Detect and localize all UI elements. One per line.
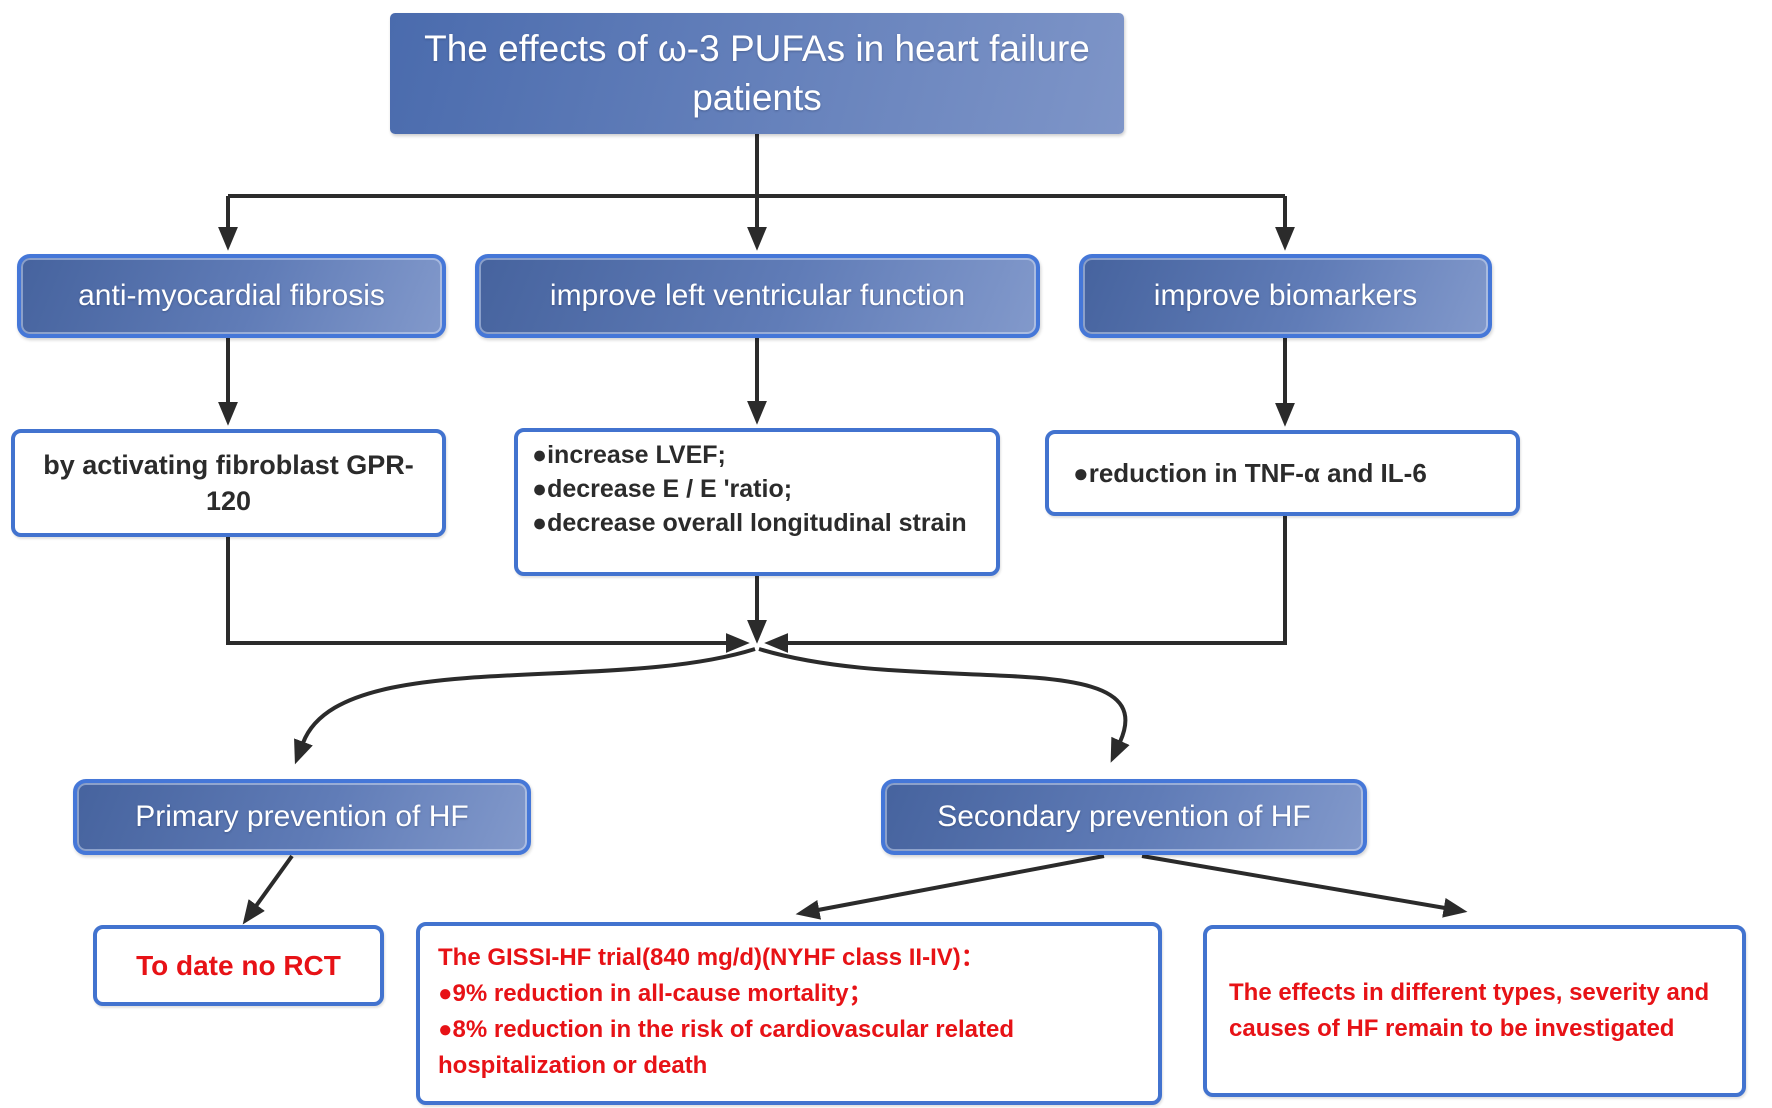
- primary-prevention-label: Primary prevention of HF: [135, 800, 469, 833]
- effect-label-fibrosis: anti-myocardial fibrosis: [78, 279, 385, 312]
- title-text: The effects of ω-3 PUFAs in heart failur…: [424, 27, 1090, 118]
- detail-lv-line-1: ●increase LVEF;: [532, 441, 726, 469]
- detail-box-fibrosis: by activating fibroblast GPR-120: [11, 429, 446, 537]
- detail-lv-line-2: ●decrease E / E 'ratio;: [532, 474, 793, 503]
- open-question-text: The effects in different types, severity…: [1229, 979, 1710, 1042]
- detail-lv-line-3: ●decrease overall longitudinal strain: [532, 508, 967, 537]
- secondary-prevention-label: Secondary prevention of HF: [937, 800, 1311, 833]
- curve-to-secondary: [758, 647, 1130, 763]
- open-question-box: The effects in different types, severity…: [1203, 925, 1746, 1097]
- curve-to-primary: [294, 647, 756, 765]
- no-rct-box: To date no RCT: [93, 925, 384, 1006]
- effect-box-fibrosis: anti-myocardial fibrosis: [17, 254, 446, 338]
- arrow-secondary-open: [1141, 854, 1468, 918]
- primary-prevention-box: Primary prevention of HF: [73, 779, 531, 855]
- no-rct-text: To date no RCT: [136, 949, 341, 981]
- effect-label-biomarkers: improve biomarkers: [1153, 279, 1418, 312]
- gissi-trial-box: The GISSI-HF trial(840 mg/d)(NYHF class …: [416, 922, 1162, 1105]
- gissi-line-3: ●8% reduction in the risk of cardiovascu…: [438, 1016, 1015, 1079]
- secondary-prevention-box: Secondary prevention of HF: [881, 779, 1367, 855]
- detail-biomarkers-text: ●reduction in TNF-α and IL-6: [1073, 457, 1427, 488]
- arrow-secondary-gissi: [795, 854, 1105, 920]
- gissi-line-2: ●9% reduction in all-cause mortality；: [438, 980, 873, 1007]
- effect-box-lv-function: improve left ventricular function: [475, 254, 1040, 338]
- detail-box-biomarkers: ●reduction in TNF-α and IL-6: [1045, 430, 1520, 516]
- detail-box-lv-function: ●increase LVEF; ●decrease E / E 'ratio; …: [514, 428, 1000, 576]
- arrow-primary-rct: [242, 854, 294, 925]
- gissi-line-1: The GISSI-HF trial(840 mg/d)(NYHF class …: [438, 944, 985, 971]
- detail-fibrosis-text: by activating fibroblast GPR-120: [43, 449, 414, 516]
- title-box: The effects of ω-3 PUFAs in heart failur…: [390, 13, 1124, 134]
- effect-box-biomarkers: improve biomarkers: [1079, 254, 1492, 338]
- effect-label-lv-function: improve left ventricular function: [549, 279, 966, 312]
